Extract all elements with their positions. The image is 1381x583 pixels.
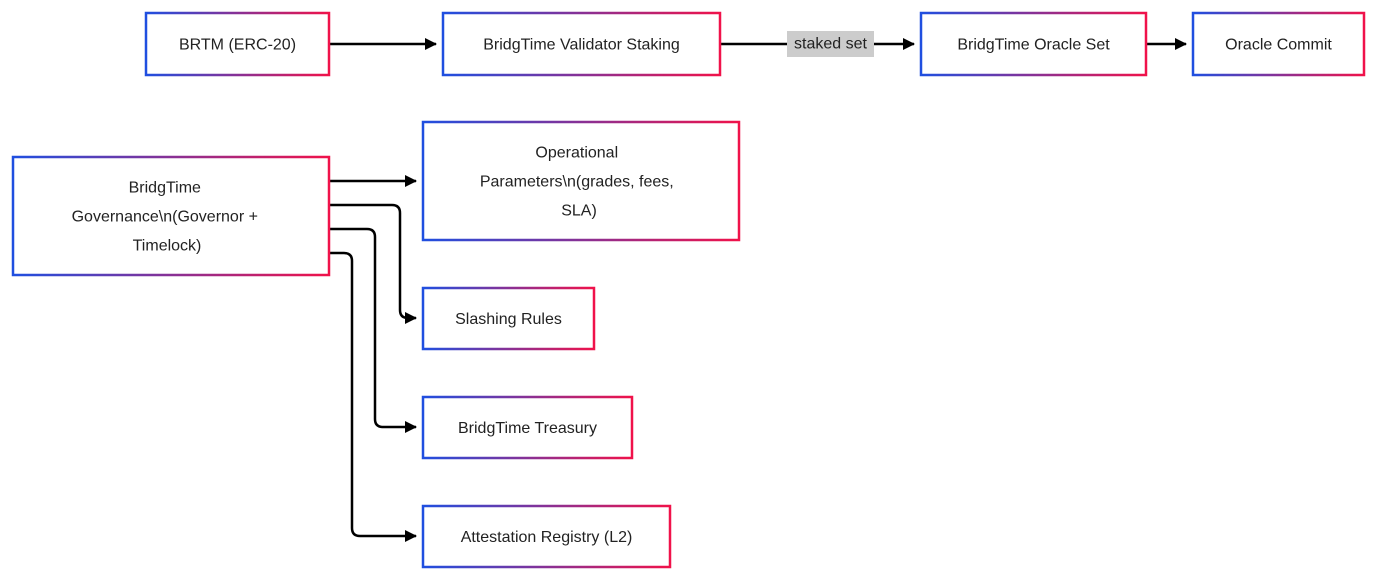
- node-box: [144, 11, 331, 77]
- node-label: Oracle Commit: [1225, 37, 1332, 54]
- edge-governance-to-registry: [330, 251, 417, 542]
- edge-governance-to-slashing: [330, 203, 417, 324]
- node-label-line: BridgTime Oracle Set: [957, 37, 1110, 54]
- node-brtm-erc20[interactable]: BRTM (ERC-20): [144, 11, 331, 77]
- node-label-line: BridgTime: [129, 180, 201, 197]
- nodes-layer: BRTM (ERC-20) BridgTime Validator Stakin…: [11, 11, 1366, 569]
- node-box: [11, 155, 331, 277]
- node-oracle-commit[interactable]: Oracle Commit: [1191, 11, 1366, 77]
- node-label: BridgTime Governance\n(Governor + Timelo…: [72, 180, 263, 255]
- node-label: Attestation Registry (L2): [461, 529, 633, 546]
- node-label-line: BRTM (ERC-20): [179, 37, 296, 54]
- node-operational-parameters[interactable]: Operational Parameters\n(grades, fees, S…: [421, 120, 741, 242]
- node-box: [421, 504, 672, 569]
- edge-label-staked-set: staked set: [787, 31, 874, 57]
- node-label-line: Slashing Rules: [455, 311, 562, 328]
- node-slashing-rules[interactable]: Slashing Rules: [421, 286, 596, 351]
- node-label-line: Governance\n(Governor +: [72, 209, 258, 226]
- node-box: [919, 11, 1148, 77]
- node-governance[interactable]: BridgTime Governance\n(Governor + Timelo…: [11, 155, 331, 277]
- node-label: BridgTime Treasury: [458, 420, 597, 437]
- node-label-line: BridgTime Validator Staking: [483, 37, 680, 54]
- node-label-line: BridgTime Treasury: [458, 420, 597, 437]
- edge-label-text: staked set: [794, 36, 867, 53]
- node-label: BRTM (ERC-20): [179, 37, 296, 54]
- node-oracle-set[interactable]: BridgTime Oracle Set: [919, 11, 1148, 77]
- node-attestation-registry[interactable]: Attestation Registry (L2): [421, 504, 672, 569]
- node-box: [441, 11, 722, 77]
- node-validator-staking[interactable]: BridgTime Validator Staking: [441, 11, 722, 77]
- node-label-line: Parameters\n(grades, fees,: [480, 174, 674, 191]
- node-label: BridgTime Validator Staking: [483, 37, 680, 54]
- node-box: [421, 395, 634, 460]
- node-label-line: SLA): [561, 203, 597, 220]
- node-box: [421, 286, 596, 351]
- edge-governance-to-treasury: [330, 227, 417, 433]
- node-box: [1191, 11, 1366, 77]
- edges-layer: staked set: [330, 31, 1187, 542]
- node-box: [421, 120, 741, 242]
- node-treasury[interactable]: BridgTime Treasury: [421, 395, 634, 460]
- node-label: Operational Parameters\n(grades, fees, S…: [480, 145, 678, 220]
- edge-label-background: [787, 31, 874, 57]
- node-label-line: Operational: [535, 145, 618, 162]
- node-label-line: Timelock): [133, 238, 202, 255]
- node-label-line: Attestation Registry (L2): [461, 529, 633, 546]
- node-label: Slashing Rules: [455, 311, 562, 328]
- node-label-line: Oracle Commit: [1225, 37, 1332, 54]
- node-label: BridgTime Oracle Set: [957, 37, 1110, 54]
